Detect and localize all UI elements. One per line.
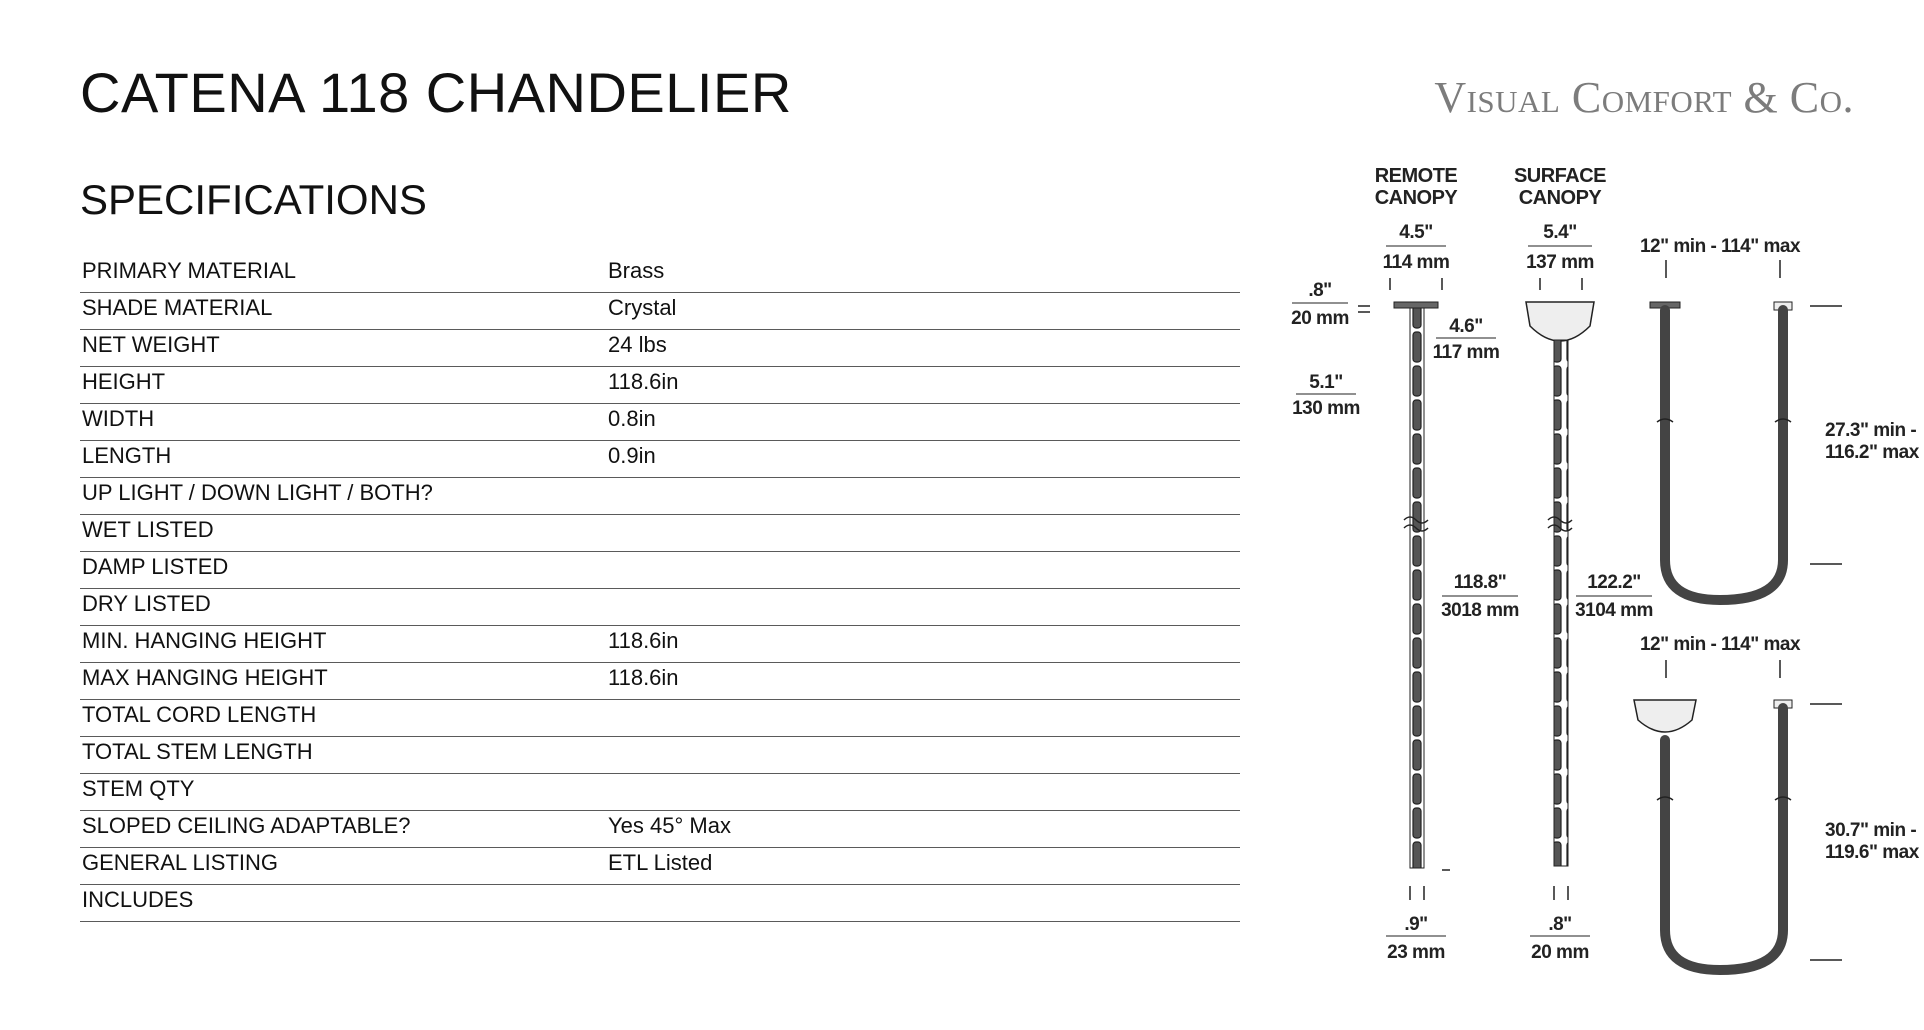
surface-canopy-label-line1: SURFACE [1514, 165, 1606, 187]
surface-canopy-width-in: 5.4" [1543, 222, 1576, 243]
spec-value: Yes 45° Max [608, 813, 731, 838]
swag-drop-2-line2: 119.6" max [1825, 842, 1920, 863]
swag-chain-2 [1660, 703, 1788, 976]
spec-label: HEIGHT [82, 369, 166, 394]
spec-value: 0.8in [608, 406, 656, 431]
swag-span-2: 12" min - 114" max [1640, 634, 1801, 655]
swag-drop-1-line2: 116.2" max [1825, 442, 1920, 463]
remote-canopy-plate [1393, 301, 1439, 309]
spec-row-width: WIDTH 0.8in [80, 404, 1240, 441]
canopy-height-mm: 20 mm [1291, 308, 1349, 329]
spec-label: STEM QTY [82, 776, 195, 801]
spec-value: 118.6in [608, 665, 679, 690]
surface-canopy-label-line2: CANOPY [1519, 187, 1603, 209]
spec-label: TOTAL STEM LENGTH [82, 739, 313, 764]
swag-drop-2-line1: 30.7" min - [1825, 820, 1916, 841]
brand-logo: Visual Comfort & Co. [1434, 73, 1854, 122]
swag-chain-1 [1660, 305, 1788, 606]
spec-row-general-listing: GENERAL LISTING ETL Listed [80, 848, 1240, 885]
surface-canopy-shape [1525, 301, 1595, 342]
remote-canopy-label-line1: REMOTE [1375, 165, 1458, 187]
spec-row-sloped-ceiling: SLOPED CEILING ADAPTABLE? Yes 45° Max [80, 811, 1240, 848]
spec-row-dry-listed: DRY LISTED [80, 589, 1240, 626]
surface-canopy-height-in: 4.6" [1449, 316, 1482, 337]
spec-label: MAX HANGING HEIGHT [82, 665, 328, 690]
spec-label: GENERAL LISTING [82, 850, 279, 875]
spec-row-length: LENGTH 0.9in [80, 441, 1240, 478]
spec-value: Brass [608, 258, 665, 283]
spec-label: PRIMARY MATERIAL [82, 258, 296, 283]
spec-row-max-hanging-height: MAX HANGING HEIGHT 118.6in [80, 663, 1240, 700]
spec-row-min-hanging-height: MIN. HANGING HEIGHT 118.6in [80, 626, 1240, 663]
surface-canopy-height-mm: 117 mm [1433, 342, 1500, 363]
spec-row-net-weight: NET WEIGHT 24 lbs [80, 330, 1240, 367]
surface-bottom-width-mm: 20 mm [1531, 942, 1589, 963]
spec-row-height: HEIGHT 118.6in [80, 367, 1240, 404]
remote-canopy-label-line2: CANOPY [1375, 187, 1459, 209]
spec-value: 0.9in [608, 443, 656, 468]
specifications-table: PRIMARY MATERIAL Brass SHADE MATERIAL Crys… [80, 256, 1240, 922]
spec-label: UP LIGHT / DOWN LIGHT / BOTH? [82, 480, 433, 505]
spec-row-stem-qty: STEM QTY [80, 774, 1240, 811]
spec-label: SLOPED CEILING ADAPTABLE? [82, 813, 411, 838]
remote-canopy-width-mm: 114 mm [1383, 252, 1450, 273]
remote-chain [1409, 307, 1425, 869]
spec-row-primary-material: PRIMARY MATERIAL Brass [80, 256, 1240, 293]
spec-row-wet-listed: WET LISTED [80, 515, 1240, 552]
top-section-mm: 130 mm [1292, 398, 1360, 419]
surface-canopy-width-mm: 137 mm [1526, 252, 1594, 273]
swag-span-1: 12" min - 114" max [1640, 236, 1801, 257]
surface-chain [1553, 339, 1569, 867]
surface-bottom-width-in: .8" [1548, 914, 1571, 935]
page-title: CATENA 118 CHANDELIER [80, 61, 792, 124]
remote-bottom-width-in: .9" [1404, 914, 1427, 935]
surface-length-in: 122.2" [1587, 572, 1641, 593]
swag-drop-1-line1: 27.3" min - [1825, 420, 1916, 441]
remote-length-in: 118.8" [1454, 572, 1507, 593]
spec-value: 24 lbs [608, 332, 667, 357]
spec-label: LENGTH [82, 443, 172, 468]
spec-label: TOTAL CORD LENGTH [82, 702, 317, 727]
spec-label: MIN. HANGING HEIGHT [82, 628, 327, 653]
remote-length-mm: 3018 mm [1441, 600, 1519, 621]
surface-length-mm: 3104 mm [1575, 600, 1653, 621]
spec-row-total-cord-length: TOTAL CORD LENGTH [80, 700, 1240, 737]
spec-label: INCLUDES [82, 887, 194, 912]
spec-row-shade-material: SHADE MATERIAL Crystal [80, 293, 1240, 330]
spec-value: ETL Listed [608, 850, 713, 875]
spec-value: 118.6in [608, 369, 679, 394]
spec-label: WET LISTED [82, 517, 214, 542]
spec-row-damp-listed: DAMP LISTED [80, 552, 1240, 589]
spec-value: 118.6in [608, 628, 679, 653]
dimension-drawing: REMOTE CANOPY SURFACE CANOPY 4.5" 114 mm… [1291, 165, 1920, 976]
spec-label: WIDTH [82, 406, 155, 431]
spec-row-light-direction: UP LIGHT / DOWN LIGHT / BOTH? [80, 478, 1240, 515]
spec-label: SHADE MATERIAL [82, 295, 273, 320]
remote-bottom-width-mm: 23 mm [1387, 942, 1445, 963]
spec-row-total-stem-length: TOTAL STEM LENGTH [80, 737, 1240, 774]
spec-value: Crystal [608, 295, 677, 320]
spec-label: DRY LISTED [82, 591, 211, 616]
spec-row-includes: INCLUDES [80, 885, 1240, 922]
specifications-heading: SPECIFICATIONS [80, 176, 427, 223]
spec-label: NET WEIGHT [82, 332, 220, 357]
canopy-height-in: .8" [1308, 280, 1331, 301]
spec-label: DAMP LISTED [82, 554, 229, 579]
remote-canopy-width-in: 4.5" [1399, 222, 1432, 243]
top-section-in: 5.1" [1309, 372, 1342, 393]
